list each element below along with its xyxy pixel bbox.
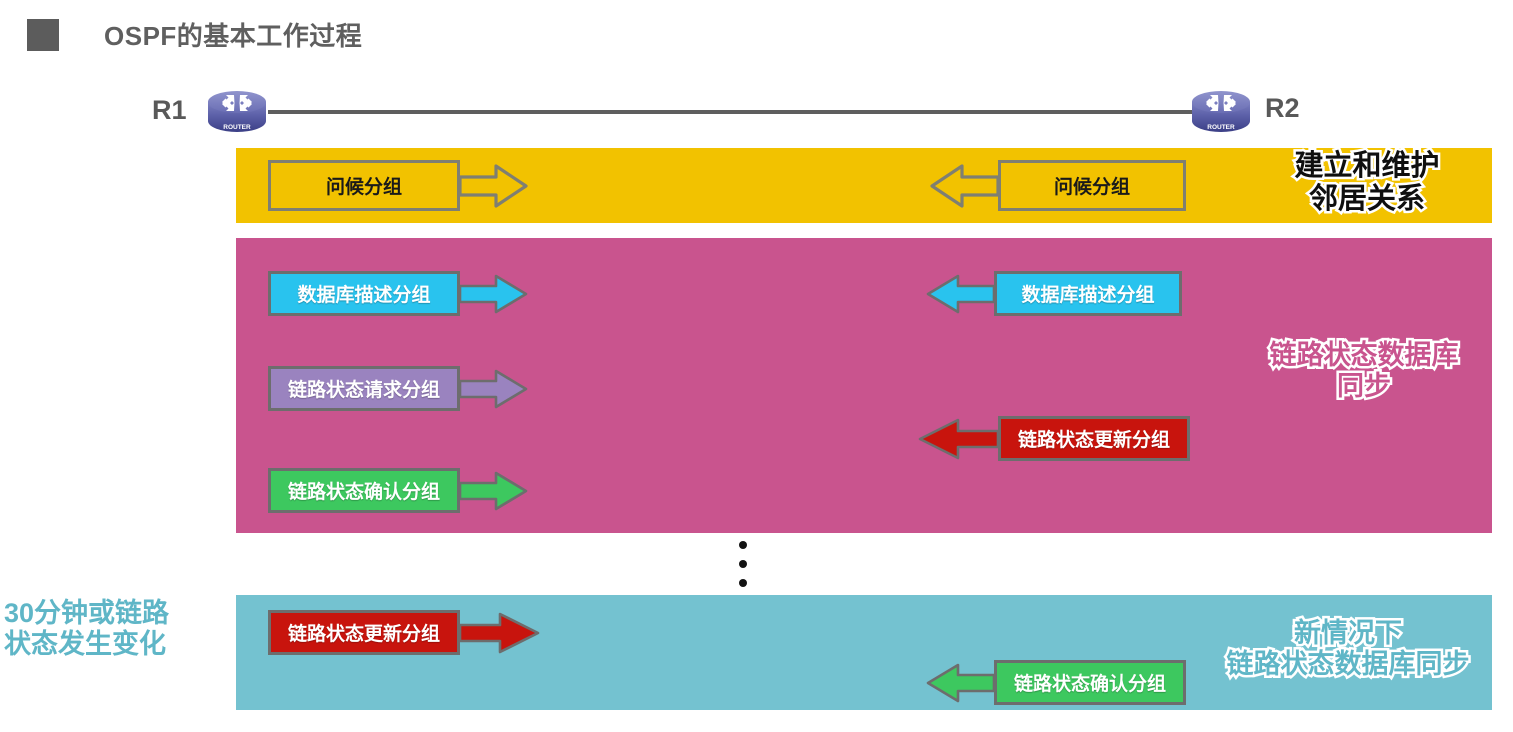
packet-label: 问候分组 [1053, 177, 1130, 198]
packet-hello-left-to-right[interactable]: 问候分组 [268, 160, 528, 211]
network-link-line [268, 110, 1193, 114]
band-lsdb-caption: 链路状态数据库 同步 [1267, 338, 1461, 404]
ellipsis-dot [739, 541, 747, 549]
packet-hello-right-to-left[interactable]: 问候分组 [930, 160, 1186, 211]
ellipsis-dot [739, 579, 747, 587]
router-label-r1: R1 [152, 95, 187, 125]
packet-label-box: 链路状态请求分组 [268, 366, 460, 411]
router-icon-r2: ROUTER [1192, 91, 1250, 132]
arrow-left-icon [926, 663, 994, 702]
packet-label-box: 问候分组 [268, 160, 460, 211]
packet-label-box: 数据库描述分组 [268, 271, 460, 316]
router-label-r2: R2 [1265, 93, 1300, 123]
arrow-left-icon [918, 418, 998, 459]
packet-label: 问候分组 [325, 177, 402, 198]
packet-dbd-right-to-left[interactable]: 数据库描述分组 [926, 271, 1182, 316]
arrow-left-icon [926, 274, 994, 313]
packet-label-box: 链路状态确认分组 [994, 660, 1186, 705]
router-icon-r1: ROUTER [208, 91, 266, 132]
band-hello-caption: 建立和维护 邻居关系 [1292, 147, 1442, 217]
packet-ls-update-new-left-to-right[interactable]: 链路状态更新分组 [268, 610, 540, 655]
packet-label-box: 链路状态确认分组 [268, 468, 460, 513]
packet-label: 链路状态请求分组 [287, 380, 440, 401]
packet-label-box: 数据库描述分组 [994, 271, 1182, 316]
arrow-right-icon [460, 612, 540, 653]
router-icon-caption-r1: ROUTER [223, 124, 251, 131]
vertical-ellipsis [739, 541, 747, 587]
router-icon-caption-r2: ROUTER [1207, 124, 1235, 131]
arrow-right-icon [460, 163, 528, 208]
packet-label: 链路状态更新分组 [287, 624, 440, 645]
arrow-right-icon [460, 369, 528, 408]
packet-label-box: 链路状态更新分组 [268, 610, 460, 655]
packet-label: 链路状态更新分组 [1017, 430, 1170, 451]
packet-label-box: 问候分组 [998, 160, 1186, 211]
packet-ls-request-left-to-right[interactable]: 链路状态请求分组 [268, 366, 528, 411]
arrow-left-icon [930, 163, 998, 208]
packet-label: 数据库描述分组 [297, 285, 431, 306]
packet-dbd-left-to-right[interactable]: 数据库描述分组 [268, 271, 528, 316]
packet-label: 数据库描述分组 [1021, 285, 1155, 306]
packet-label-box: 链路状态更新分组 [998, 416, 1190, 461]
page-title: OSPF的基本工作过程 [104, 21, 363, 51]
arrow-right-icon [460, 274, 528, 313]
packet-label: 链路状态确认分组 [287, 482, 440, 503]
band-new-caption: 新情况下 链路状态数据库同步 [1224, 616, 1472, 682]
ellipsis-dot [739, 560, 747, 568]
packet-label: 链路状态确认分组 [1013, 674, 1166, 695]
page-title-row: OSPF的基本工作过程 [27, 16, 362, 53]
packet-ls-ack-left-to-right[interactable]: 链路状态确认分组 [268, 468, 528, 513]
packet-ls-ack-new-right-to-left[interactable]: 链路状态确认分组 [926, 660, 1186, 705]
arrow-right-icon [460, 471, 528, 510]
title-bullet-square [27, 18, 59, 51]
packet-ls-update-right-to-left[interactable]: 链路状态更新分组 [918, 416, 1190, 461]
band-new-left-caption: 30分钟或链路 状态发生变化 [2, 596, 172, 662]
